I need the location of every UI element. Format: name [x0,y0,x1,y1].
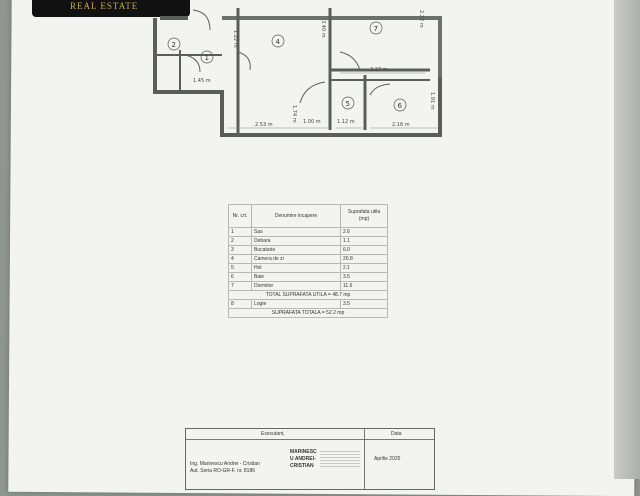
room-label-2: 2 [172,41,176,49]
seal-fine-print [320,449,360,467]
row-area: 3.5 [340,272,388,282]
executant-label: Executant, [261,431,285,437]
row-area: 1.1 [340,236,388,246]
row-name: Baie [251,272,341,282]
seal-name-1: MARINESC [290,449,317,455]
row-area: 3.5 [340,299,388,309]
room-label-5: 5 [346,100,350,108]
row-nr: 8 [228,299,252,309]
row-area: 20.8 [340,254,388,264]
seal-name-3: CRISTIAN [290,463,314,469]
date-label: Data [391,431,402,437]
dim-9: 1.22 m [232,30,238,48]
title-block: Executant, Data Ing. Marinescu Andrei - … [185,428,435,490]
row-area: 2.1 [340,263,388,273]
area-table: Nr. crt. Denumire incapere Suprafata uti… [228,204,388,318]
dim-8: 3.40 m [320,20,326,38]
room-label-7: 7 [374,25,378,33]
dim-6: 3.37 m [370,67,388,73]
floor-plan: 1 2 4 5 6 7 1.45 m 2.53 m 1.00 m 1.12 m … [153,8,442,137]
room-label-6: 6 [398,102,403,110]
dim-1: 1.45 m [193,78,211,84]
dim-10: 2.22 m [418,10,424,28]
total-area: SUPRAFATA TOTALA = 52.2 mp [228,308,388,318]
header-nr: Nr. crt. [228,204,252,228]
page-edge-shadow [614,0,640,479]
table-header-row: Nr. crt. Denumire incapere Suprafata uti… [228,204,388,228]
row-name: Logie [251,299,341,309]
authorization: Aut. Seria RO-GR-F, nr. 8186 [190,468,256,474]
seal-name-2: U ANDREI- [290,456,316,462]
row-nr: 3 [228,245,252,255]
total-util: TOTAL SUPRAFATA UTILA = 48.7 mp [228,290,388,300]
row-name: Camera de zi [251,254,341,264]
date-value: Aprilie 2025 [374,456,401,462]
room-label-1: 1 [205,54,209,62]
row-name: Dormitor [251,281,341,291]
row-name: Debara [251,236,341,246]
row-area: 11.6 [340,281,388,291]
dim-2: 2.53 m [255,122,273,128]
row-area: 6.0 [340,245,388,255]
total-util-row: TOTAL SUPRAFATA UTILA = 48.7 mp [228,290,388,300]
logo-text: REAL ESTATE [70,1,139,11]
row-nr: 2 [228,236,252,246]
dim-3: 1.00 m [303,119,321,125]
engineer-name: Ing. Marinescu Andrei - Cristian [190,461,260,467]
row-area: 2.6 [340,227,388,237]
row-nr: 1 [228,227,252,237]
dim-5: 2.16 m [392,122,410,128]
row-nr: 5 [228,263,252,273]
dim-11: 1.91 m [429,92,435,110]
row-nr: 7 [228,281,252,291]
row-name: Sas [251,227,341,237]
room-label-4: 4 [276,38,281,46]
agency-logo: REAL ESTATE [32,0,190,17]
row-name: Bucatarie [251,245,341,255]
dim-7: 1.74 m [291,105,297,123]
header-name: Denumire incapere [251,204,341,228]
header-area: Suprafata utila (mp) [340,204,388,228]
row-nr: 4 [228,254,252,264]
row-name: Hol [251,263,341,273]
total-row: SUPRAFATA TOTALA = 52.2 mp [228,308,388,318]
dim-4: 1.12 m [337,119,355,125]
row-nr: 6 [228,272,252,282]
